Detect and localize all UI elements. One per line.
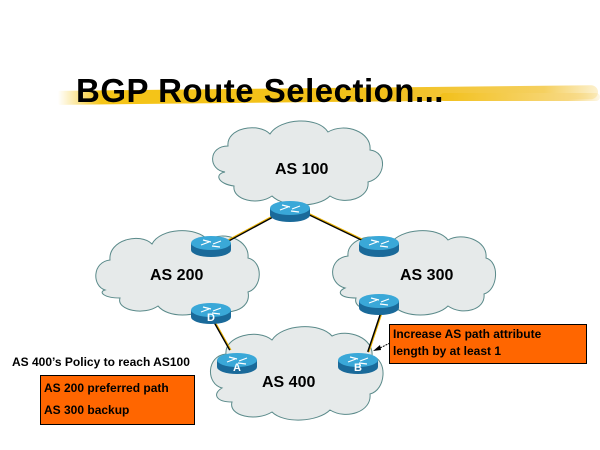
router-r400-a: A <box>217 353 257 374</box>
router-top <box>270 201 310 215</box>
cloud-label-as300: AS 300 <box>400 267 454 284</box>
router-top <box>359 236 399 250</box>
link-as300-as400 <box>367 309 383 353</box>
router-arrows-icon <box>368 297 390 306</box>
router-r200-d: D <box>191 303 231 324</box>
router-label: A <box>233 362 241 374</box>
title-highlight-brush-tail <box>440 93 600 101</box>
router-top <box>191 303 231 317</box>
router-r400-b: B <box>338 353 378 374</box>
page-title: BGP Route Selection... <box>76 72 444 109</box>
link-as300-as400-hl <box>368 309 384 353</box>
router-arrows-icon <box>279 204 301 213</box>
note-line-2: length by at least 1 <box>393 344 502 358</box>
policy-line-2: AS 300 backup <box>44 403 130 417</box>
policy-box: AS 200 preferred path AS 300 backup <box>40 375 195 425</box>
cloud-shape <box>212 120 383 206</box>
cloud-shape <box>210 326 384 421</box>
link-as100-as300-hl <box>307 212 363 240</box>
router-arrows-icon <box>200 306 222 315</box>
cloud-label-as400: AS 400 <box>262 374 316 391</box>
router-arrows-icon <box>200 239 222 248</box>
note-arrow <box>373 342 391 351</box>
router-top <box>359 294 399 308</box>
link-as100-as300 <box>307 213 363 241</box>
policy-line-1: AS 200 preferred path <box>44 381 169 395</box>
as-path-prepend-note: Increase AS path attribute length by at … <box>389 324 587 364</box>
note-line-1: Increase AS path attribute <box>393 327 542 341</box>
cloud-label-as200: AS 200 <box>150 267 204 284</box>
router-top <box>191 236 231 250</box>
router-arrows-icon <box>347 356 369 365</box>
router-r200-top <box>191 236 231 257</box>
policy-heading: AS 400’s Policy to reach AS100 <box>12 355 190 369</box>
router-top <box>338 353 378 367</box>
router-label: D <box>207 312 215 324</box>
router-label: B <box>354 362 362 374</box>
routers: D A B <box>191 201 399 374</box>
router-r300-bottom <box>359 294 399 315</box>
link-as100-as200-hl <box>227 212 279 241</box>
router-arrows-icon <box>368 239 390 248</box>
router-arrows-icon <box>226 356 248 365</box>
router-r300-top <box>359 236 399 257</box>
router-top <box>217 353 257 367</box>
cloud-as400 <box>210 326 384 421</box>
router-r100 <box>270 201 310 222</box>
cloud-label-as100: AS 100 <box>275 161 329 178</box>
cloud-as100 <box>212 120 383 206</box>
link-as100-as200 <box>227 213 279 242</box>
